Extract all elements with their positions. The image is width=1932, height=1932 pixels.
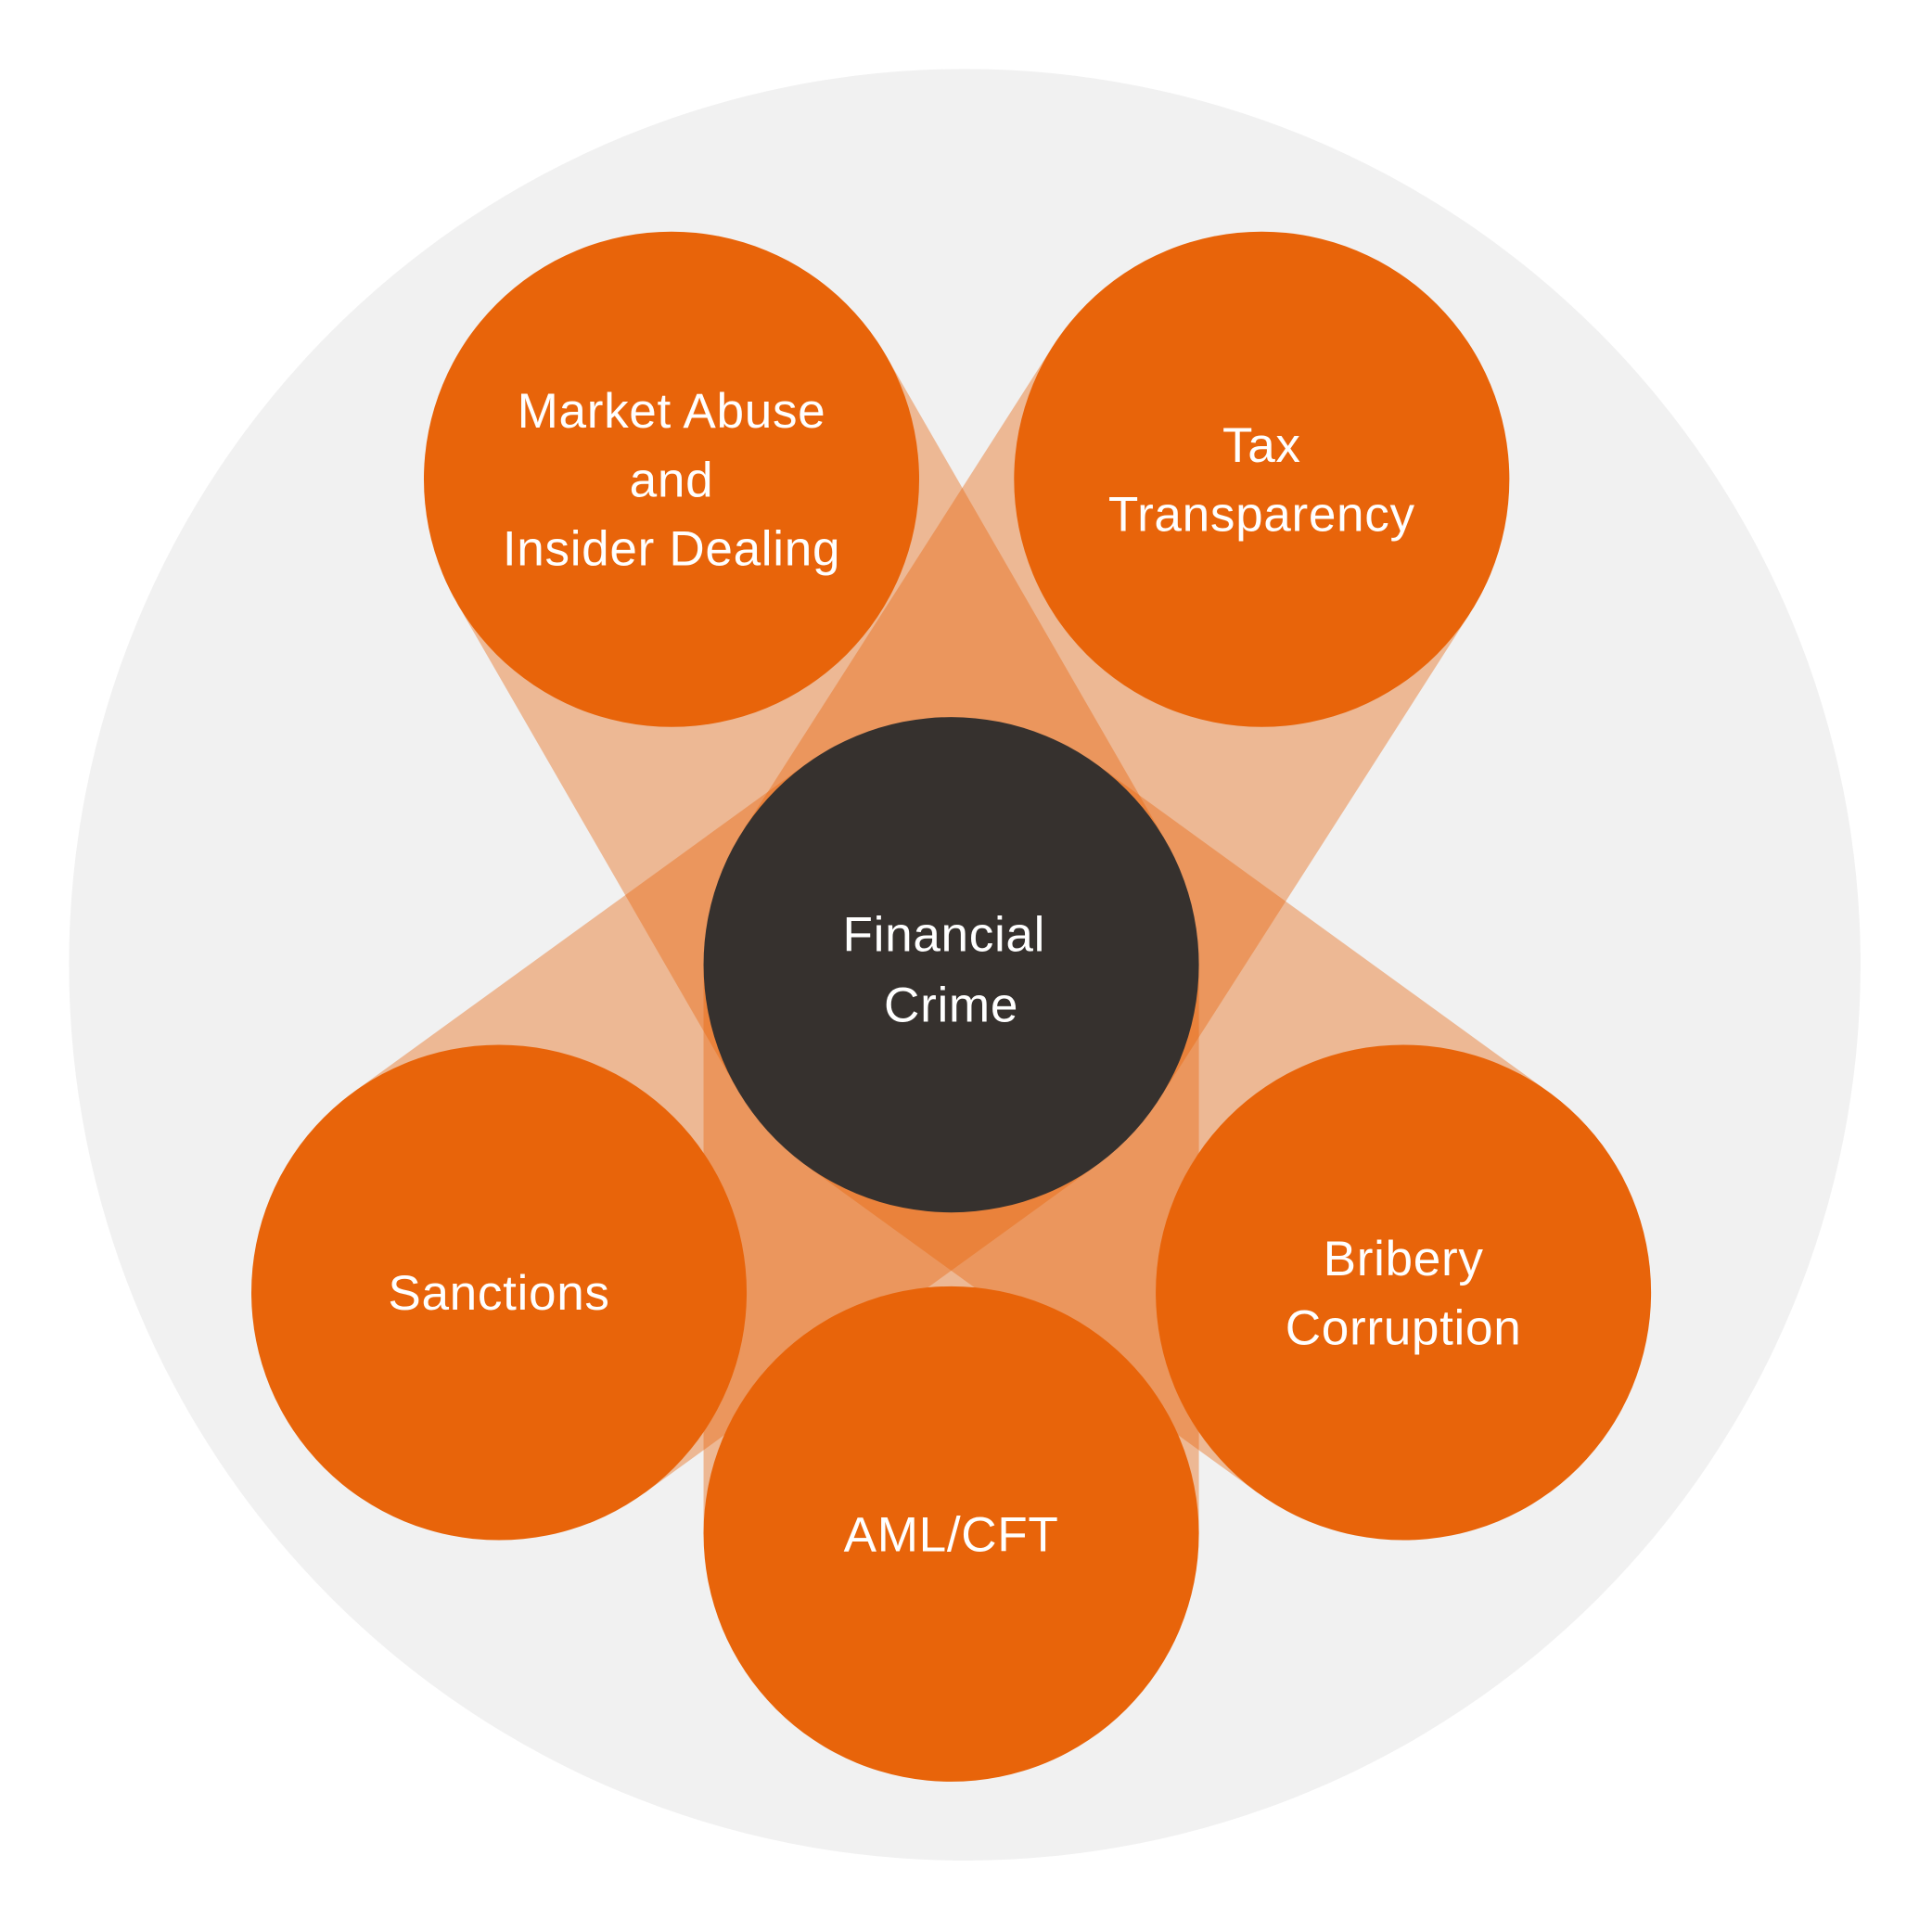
topic-circle bbox=[1156, 1044, 1652, 1541]
topic-label-line: Market Abuse bbox=[518, 384, 826, 439]
topic-circle bbox=[423, 231, 920, 727]
topic-label-line: Corruption bbox=[1286, 1300, 1522, 1355]
center-circle bbox=[703, 717, 1199, 1213]
center-node: Financial Crime bbox=[703, 717, 1199, 1213]
topic-label: AML/CFT bbox=[844, 1508, 1059, 1563]
topic-label-line: Bribery bbox=[1324, 1232, 1484, 1286]
topic-label-line: and bbox=[630, 453, 714, 507]
topic-node-sanctions: Sanctions bbox=[251, 1044, 748, 1541]
topic-label-line: Sanctions bbox=[388, 1266, 609, 1321]
topic-label-line: Insider Dealing bbox=[503, 522, 840, 577]
topic-circle bbox=[1014, 231, 1510, 727]
topic-node-aml-cft: AML/CFT bbox=[703, 1286, 1199, 1782]
topic-label-line: AML/CFT bbox=[844, 1508, 1059, 1563]
center-label-line: Crime bbox=[884, 978, 1018, 1032]
center-label-line: Financial bbox=[843, 908, 1046, 963]
topic-label-line: Tax bbox=[1222, 418, 1301, 473]
topic-circle bbox=[251, 1044, 748, 1541]
topic-circle bbox=[703, 1286, 1199, 1782]
topic-label: Sanctions bbox=[388, 1266, 609, 1321]
topic-label-line: Transparency bbox=[1108, 488, 1415, 543]
center-label: Financial Crime bbox=[843, 908, 1060, 1033]
